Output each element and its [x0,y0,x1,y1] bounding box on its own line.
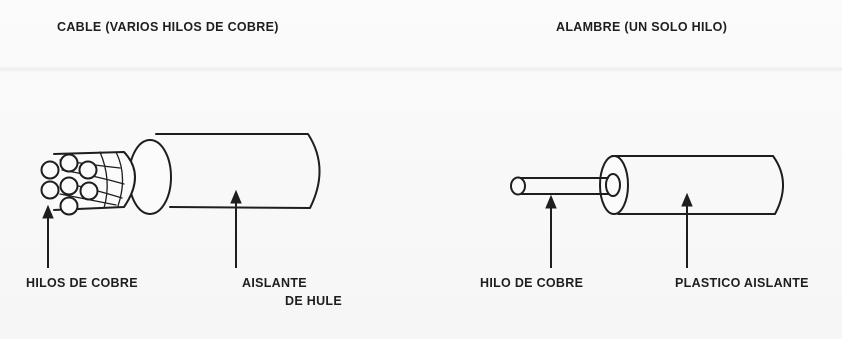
label-aislante: AISLANTE [242,276,307,290]
strand-end [59,153,79,173]
solid-wire-drawing [510,155,784,215]
paper-fold [0,66,842,72]
label-plastico-aislante: PLASTICO AISLANTE [675,276,809,290]
strand-end [78,160,98,180]
label-de-hule: DE HULE [285,294,342,308]
strand-end [40,180,60,200]
strand-end [40,160,60,180]
label-hilo-de-cobre: HILO DE COBRE [480,276,584,290]
arrow-plastico [681,192,693,268]
cable-title: CABLE (VARIOS HILOS DE COBRE) [57,20,279,34]
alambre-title: ALAMBRE (UN SOLO HILO) [556,20,728,34]
strand-end [59,176,79,196]
strand-end [79,181,99,201]
strand-end [59,196,79,216]
stranded-cable-drawing [40,133,321,216]
arrow-hilos-de-cobre [42,204,54,268]
arrow-hilo-de-cobre [545,194,557,268]
arrow-aislante [230,189,242,268]
label-hilos-de-cobre: HILOS DE COBRE [26,276,138,290]
